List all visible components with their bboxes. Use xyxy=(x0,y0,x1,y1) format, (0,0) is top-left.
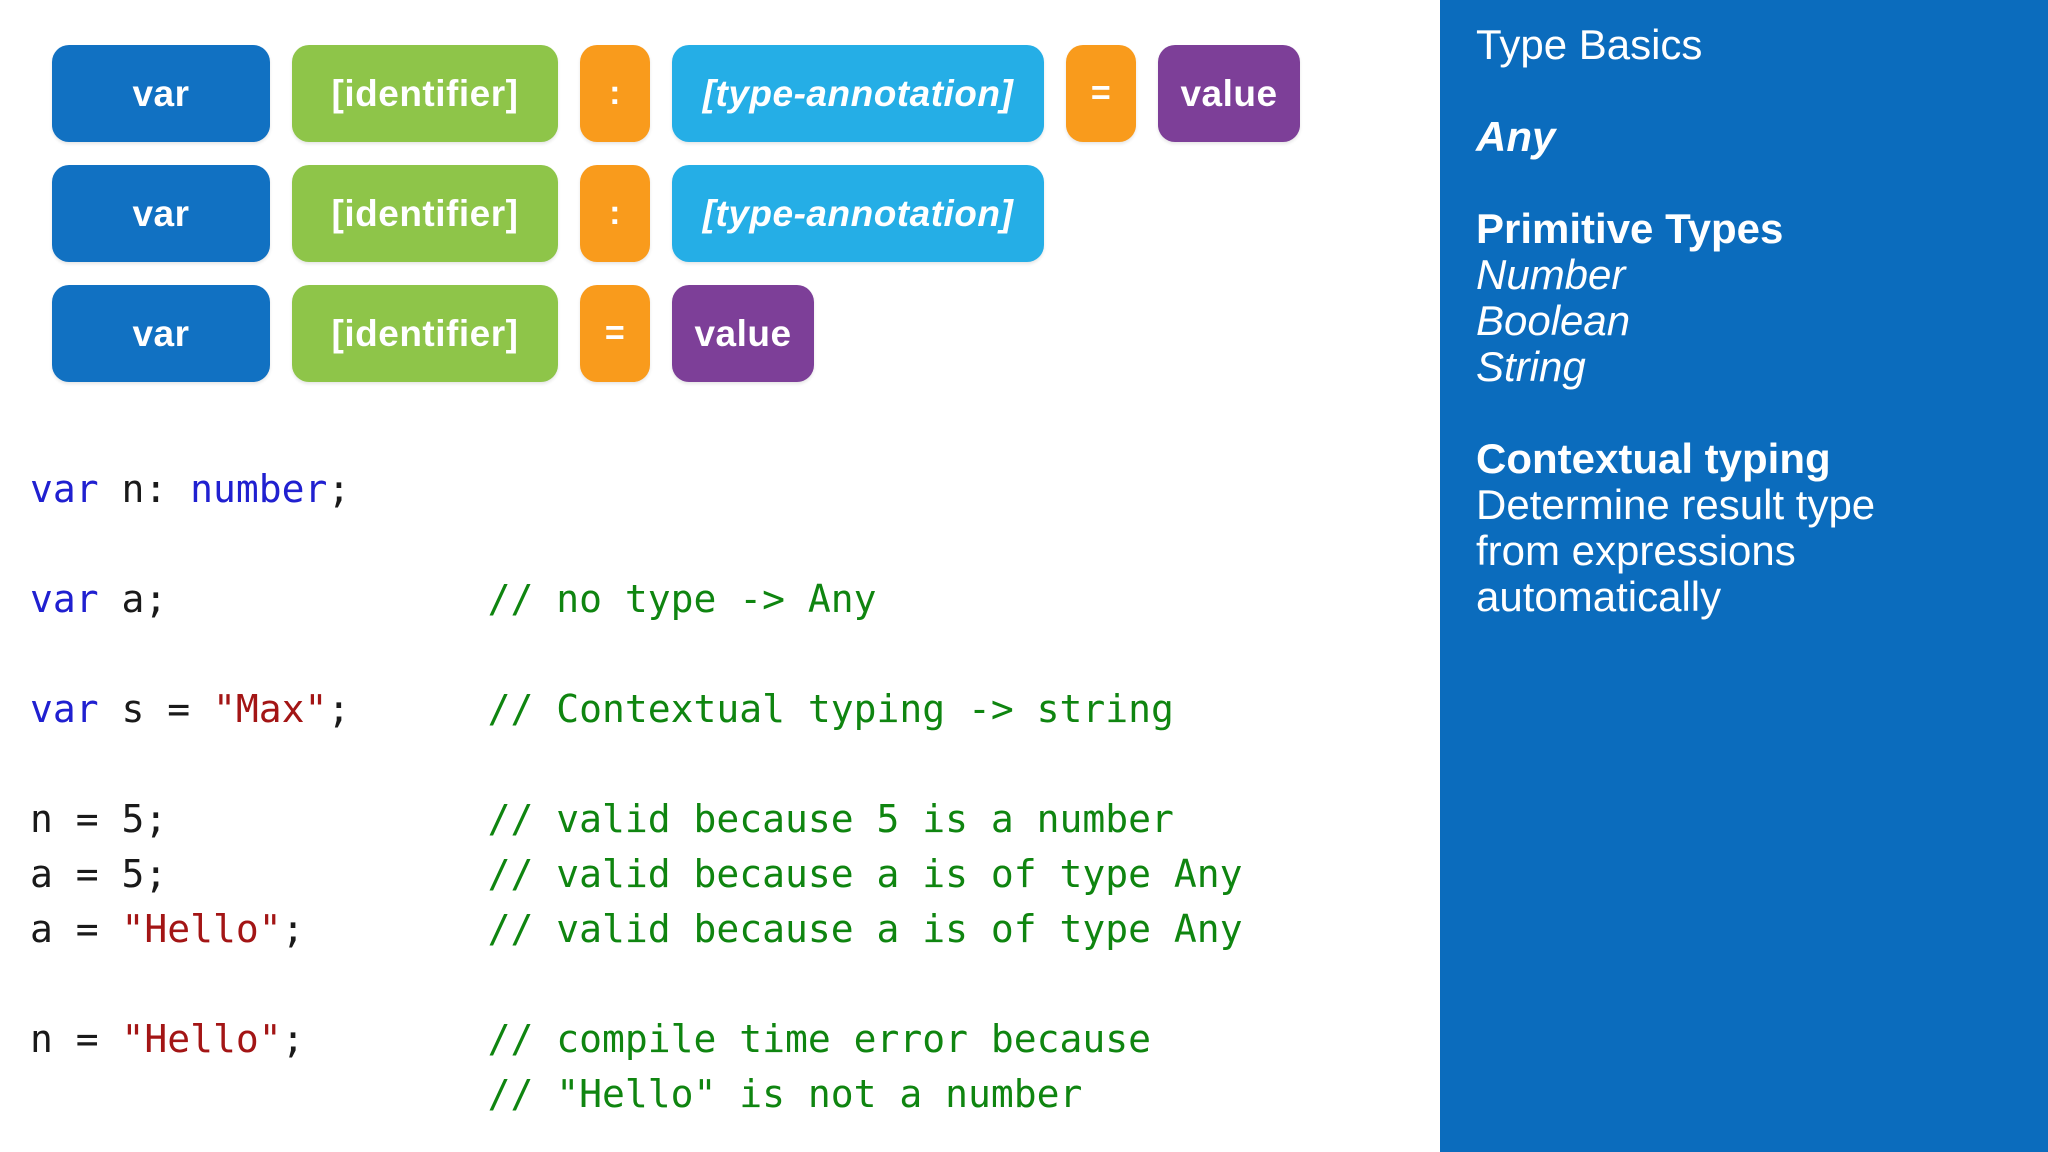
code-line-12: // "Hello" is not a number xyxy=(30,1067,1243,1122)
code-line-5: var s = "Max"; // Contextual typing -> s… xyxy=(30,682,1243,737)
diagram-row-1: var[identifier]:[type-annotation]=value xyxy=(52,45,1300,142)
code-token-plain: ; xyxy=(327,687,351,731)
syntax-block-value: value xyxy=(1158,45,1300,142)
code-token-plain: a = 5; xyxy=(30,852,168,896)
syntax-block-identifier: [identifier] xyxy=(292,45,558,142)
code-line-6 xyxy=(30,737,1243,792)
code-line-3: var a; // no type -> Any xyxy=(30,572,1243,627)
code-token-plain: s = xyxy=(98,687,214,731)
code-token-keyword: number xyxy=(190,467,328,511)
syntax-block-type: [type-annotation] xyxy=(672,165,1044,262)
diagram-row-2: var[identifier]:[type-annotation] xyxy=(52,165,1300,262)
code-token-plain: a; xyxy=(98,577,168,621)
code-token-plain: n = 5; xyxy=(30,797,168,841)
syntax-block-operator: : xyxy=(580,45,650,142)
code-token-comment: // Contextual typing -> string xyxy=(487,687,1174,731)
code-line-11: n = "Hello"; // compile time error becau… xyxy=(30,1012,1243,1067)
code-token-plain xyxy=(305,907,488,951)
code-line-1: var n: number; xyxy=(30,462,1243,517)
code-token-comment: // valid because a is of type Any xyxy=(487,852,1243,896)
code-token-string: "Max" xyxy=(213,687,328,731)
syntax-block-var: var xyxy=(52,45,270,142)
code-sample: var n: number; var a; // no type -> Any … xyxy=(30,462,1243,1122)
code-token-plain xyxy=(350,687,487,731)
code-line-7: n = 5; // valid because 5 is a number xyxy=(30,792,1243,847)
sidebar-item-any: Any xyxy=(1476,113,1556,160)
code-token-plain xyxy=(305,1017,488,1061)
syntax-block-identifier: [identifier] xyxy=(292,285,558,382)
syntax-block-operator: = xyxy=(1066,45,1136,142)
sidebar-item-type-basics: Type Basics xyxy=(1476,21,1703,68)
code-line-8: a = 5; // valid because a is of type Any xyxy=(30,847,1243,902)
code-token-plain xyxy=(167,797,487,841)
code-line-10 xyxy=(30,957,1243,1012)
sidebar-item-automatically: automatically xyxy=(1476,573,1722,620)
code-token-plain: a = xyxy=(30,907,122,951)
syntax-block-value: value xyxy=(672,285,814,382)
code-line-4 xyxy=(30,627,1243,682)
sidebar-item-string: String xyxy=(1476,343,1586,390)
code-token-comment: // no type -> Any xyxy=(487,577,877,621)
code-line-9: a = "Hello"; // valid because a is of ty… xyxy=(30,902,1243,957)
code-token-keyword: var xyxy=(30,467,99,511)
code-token-comment: // compile time error because xyxy=(487,1017,1152,1061)
code-token-plain xyxy=(167,577,487,621)
code-token-plain: ; xyxy=(281,907,305,951)
sidebar-item-number: Number xyxy=(1476,251,1626,298)
syntax-block-operator: : xyxy=(580,165,650,262)
syntax-block-var: var xyxy=(52,165,270,262)
diagram-row-3: var[identifier]=value xyxy=(52,285,1300,382)
sidebar-item-contextual-typing: Contextual typing xyxy=(1476,435,1831,482)
syntax-block-type: [type-annotation] xyxy=(672,45,1044,142)
code-token-plain: n = xyxy=(30,1017,122,1061)
code-token-string: "Hello" xyxy=(121,907,282,951)
code-token-plain: ; xyxy=(327,467,351,511)
syntax-block-var: var xyxy=(52,285,270,382)
syntax-block-identifier: [identifier] xyxy=(292,165,558,262)
sidebar-item-from-expressions: from expressions xyxy=(1476,527,1796,574)
code-token-plain xyxy=(30,1072,488,1116)
syntax-block-operator: = xyxy=(580,285,650,382)
code-line-2 xyxy=(30,517,1243,572)
code-token-string: "Hello" xyxy=(121,1017,282,1061)
code-token-plain: ; xyxy=(281,1017,305,1061)
sidebar-item-primitive-types: Primitive Types xyxy=(1476,205,1784,252)
code-token-comment: // valid because a is of type Any xyxy=(487,907,1243,951)
code-token-plain: n: xyxy=(98,467,191,511)
code-token-plain xyxy=(167,852,487,896)
sidebar-item-determine-result-type: Determine result type xyxy=(1476,481,1876,528)
sidebar-item-boolean: Boolean xyxy=(1476,297,1631,344)
code-token-comment: // valid because 5 is a number xyxy=(487,797,1174,841)
code-token-comment: // "Hello" is not a number xyxy=(487,1072,1083,1116)
code-token-keyword: var xyxy=(30,687,99,731)
code-token-keyword: var xyxy=(30,577,99,621)
